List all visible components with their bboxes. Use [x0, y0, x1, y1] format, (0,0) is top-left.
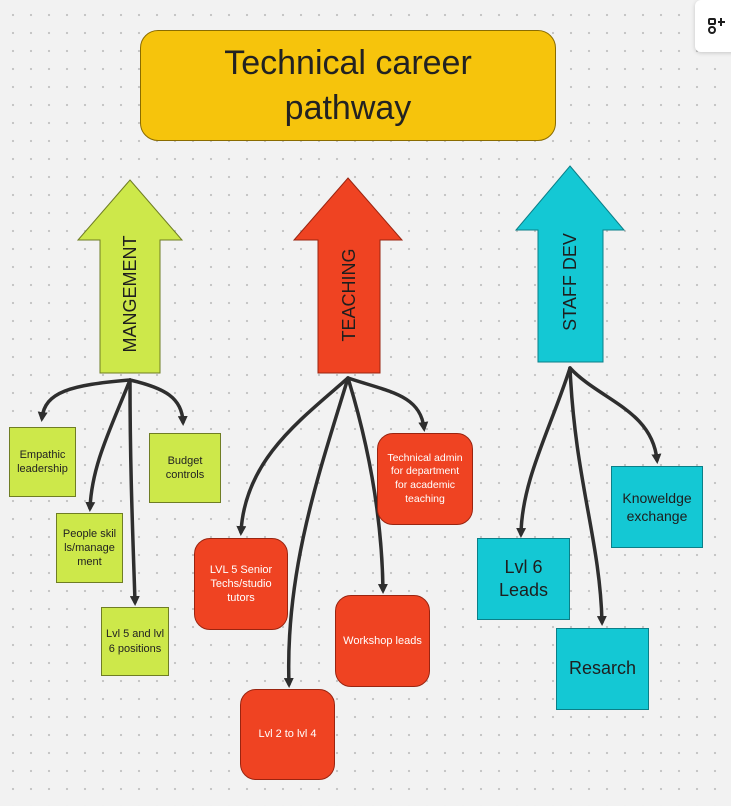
connector-lvl5-senior [236, 376, 350, 536]
node-lvl5-lvl6-positions[interactable]: Lvl 5 and lvl 6 positions [101, 607, 169, 676]
connector-workshop [346, 376, 388, 594]
diagram-title[interactable]: Technical career pathway [140, 30, 556, 141]
node-people-skills[interactable]: People skills/management [56, 513, 123, 583]
connector-lvl5-6 [128, 378, 140, 606]
node-lvl2-to-lvl4[interactable]: Lvl 2 to lvl 4 [240, 689, 335, 780]
staff-dev-arrow [514, 165, 626, 363]
node-lvl5-senior-techs[interactable]: LVL 5 Senior Techs/studio tutors [194, 538, 288, 630]
node-budget-controls[interactable]: Budget controls [149, 433, 221, 503]
management-arrow-label: MANGEMENT [119, 235, 140, 353]
management-arrow [76, 179, 184, 374]
teaching-arrow [292, 177, 404, 374]
connector-budget [128, 378, 188, 426]
node-resarch[interactable]: Resarch [556, 628, 649, 710]
node-lvl6-leads[interactable]: Lvl 6 Leads [477, 538, 570, 620]
connector-tech-admin [346, 376, 429, 432]
connector-lvl2-4 [283, 376, 350, 688]
node-technical-admin[interactable]: Technical admin for department for acade… [377, 433, 473, 525]
connector-knowledge [568, 366, 662, 464]
connector-people-skills [85, 378, 132, 512]
connector-empathic [37, 378, 132, 422]
connector-resarch [568, 366, 607, 626]
apps-icon [708, 18, 725, 34]
node-empathic-leadership[interactable]: Empathic leadership [9, 427, 76, 497]
connector-lvl6-leads [516, 366, 572, 538]
node-workshop-leads[interactable]: Workshop leads [335, 595, 430, 687]
toolbar-button[interactable] [695, 0, 731, 52]
teaching-arrow-label: TEACHING [338, 248, 359, 342]
node-knowledge-exchange[interactable]: Knoweldge exchange [611, 466, 703, 548]
staff-dev-arrow-label: STAFF DEV [559, 233, 580, 331]
diagram-title-text: Technical career pathway [224, 44, 472, 127]
